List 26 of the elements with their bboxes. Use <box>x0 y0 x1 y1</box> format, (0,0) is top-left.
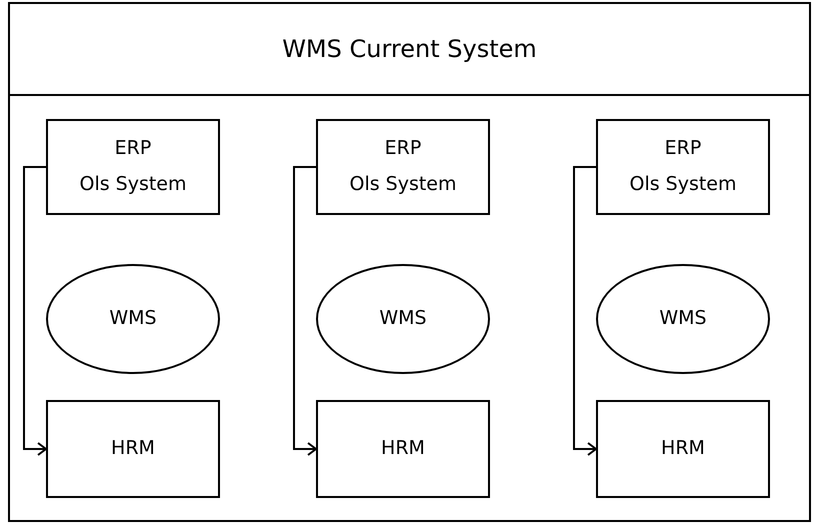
node-label: ERP <box>664 137 702 161</box>
node-label: ERP <box>384 137 422 161</box>
node-label: WMS <box>659 307 707 331</box>
node-label: WMS <box>109 307 157 331</box>
system-ellipse <box>596 264 770 374</box>
system-box <box>596 119 770 215</box>
connector-arrow <box>293 166 317 456</box>
system-ellipse <box>316 264 490 374</box>
node-label: HRM <box>661 437 705 461</box>
system-box <box>596 400 770 498</box>
node-label: Ols System <box>349 173 457 197</box>
connector-arrow <box>573 166 597 456</box>
node-label: HRM <box>111 437 155 461</box>
connector-arrow <box>23 166 47 456</box>
node-label: Ols System <box>79 173 187 197</box>
node-label: Ols System <box>629 173 737 197</box>
system-box <box>316 400 490 498</box>
node-label: WMS <box>379 307 427 331</box>
system-box <box>46 119 220 215</box>
system-box <box>46 400 220 498</box>
node-label: HRM <box>381 437 425 461</box>
node-label: ERP <box>114 137 152 161</box>
system-box <box>316 119 490 215</box>
node-label: WMS Current System <box>282 34 537 65</box>
frame-box <box>8 2 811 522</box>
system-ellipse <box>46 264 220 374</box>
